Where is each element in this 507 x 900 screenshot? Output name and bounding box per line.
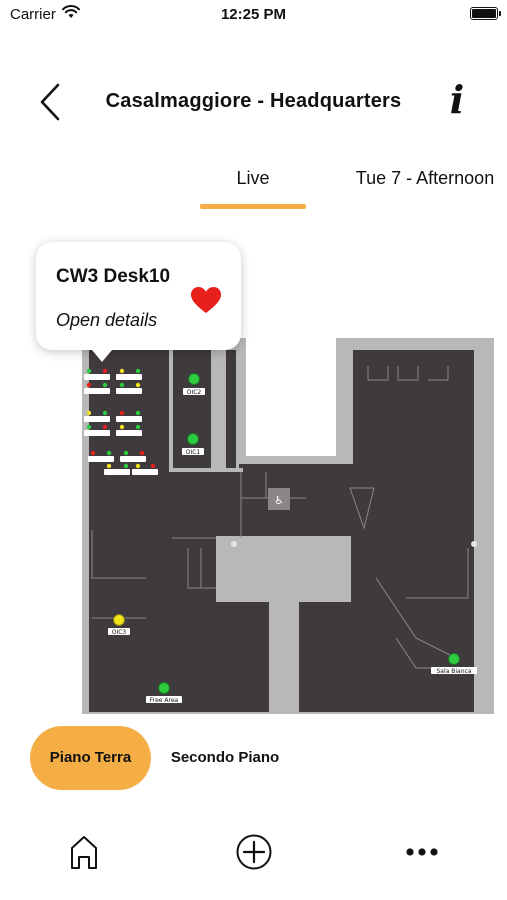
room-label-oic3: OIC3 xyxy=(112,629,127,636)
more-icon xyxy=(406,848,438,856)
desk[interactable] xyxy=(104,469,130,475)
floor-button-piano-terra[interactable]: Piano Terra xyxy=(30,726,151,790)
room-marker-oic2[interactable]: OIC2 xyxy=(183,373,205,397)
room-marker-oic3[interactable]: OIC3 xyxy=(108,614,130,637)
tab-tue-7-afternoon[interactable]: Tue 7 - Afternoon xyxy=(355,168,495,188)
desk-popup[interactable]: CW3 Desk10 Open details xyxy=(36,242,241,362)
add-circle-icon xyxy=(236,834,272,870)
room-corridor xyxy=(239,464,349,536)
home-button[interactable] xyxy=(60,828,108,876)
desk[interactable] xyxy=(88,456,114,462)
room-label-free-area: Free Area xyxy=(150,697,179,704)
desk[interactable] xyxy=(120,456,146,462)
room-label-oic2: OIC2 xyxy=(187,389,202,396)
heart-icon[interactable] xyxy=(190,286,222,314)
door-marker xyxy=(471,541,477,547)
chevron-left-icon xyxy=(40,83,60,121)
floor-plan: ♿ xyxy=(76,338,494,714)
courtyard xyxy=(246,338,336,456)
page-title: Casalmaggiore - Headquarters xyxy=(105,90,402,112)
desk[interactable] xyxy=(132,469,158,475)
info-button[interactable]: i xyxy=(441,78,473,122)
room-marker-sala-bianca[interactable]: Sala Bianca xyxy=(431,653,477,676)
status-bar: Carrier 12:25 PM xyxy=(0,0,507,28)
floor-button-secondo-piano[interactable]: Secondo Piano xyxy=(170,749,280,766)
desk[interactable] xyxy=(116,416,142,422)
desk[interactable] xyxy=(84,416,110,422)
info-icon: i xyxy=(449,77,465,122)
tab-indicator xyxy=(200,204,306,209)
room-label-sala-bianca: Sala Bianca xyxy=(437,668,472,675)
time-tabs: Live Tue 7 - Afternoon xyxy=(0,160,507,210)
clock: 12:25 PM xyxy=(220,6,287,23)
room-marker-oic1[interactable]: OIC1 xyxy=(182,433,204,457)
floor-map[interactable]: ♿ xyxy=(76,338,494,714)
desk-status-dots xyxy=(86,368,156,469)
room-east xyxy=(349,350,474,712)
restroom-glyph: ♿ xyxy=(274,494,284,507)
door-marker xyxy=(231,541,237,547)
desk[interactable] xyxy=(116,430,142,436)
home-icon xyxy=(71,836,97,869)
tab-live[interactable]: Live xyxy=(236,168,270,188)
wifi-icon xyxy=(62,5,80,18)
open-details-link[interactable]: Open details xyxy=(56,310,158,330)
floor-selector: Piano Terra Secondo Piano xyxy=(0,726,507,792)
room-label-oic1: OIC1 xyxy=(186,449,201,456)
back-button[interactable] xyxy=(34,80,68,124)
restroom-icon xyxy=(268,488,290,510)
desk[interactable] xyxy=(116,388,142,394)
add-button[interactable] xyxy=(230,828,278,876)
room-open-space xyxy=(89,350,169,712)
desk-name: CW3 Desk10 xyxy=(56,266,171,287)
battery-icon xyxy=(470,7,501,20)
desk-cluster[interactable] xyxy=(84,374,158,475)
stair-hall xyxy=(216,536,351,602)
room-marker-free-area[interactable]: Free Area xyxy=(146,682,182,705)
desk[interactable] xyxy=(116,374,142,380)
bottom-tab-bar xyxy=(0,820,507,884)
desk[interactable] xyxy=(84,388,110,394)
more-button[interactable] xyxy=(398,828,446,876)
desk[interactable] xyxy=(84,374,110,380)
carrier-label: Carrier xyxy=(10,6,56,23)
desk[interactable] xyxy=(84,430,110,436)
